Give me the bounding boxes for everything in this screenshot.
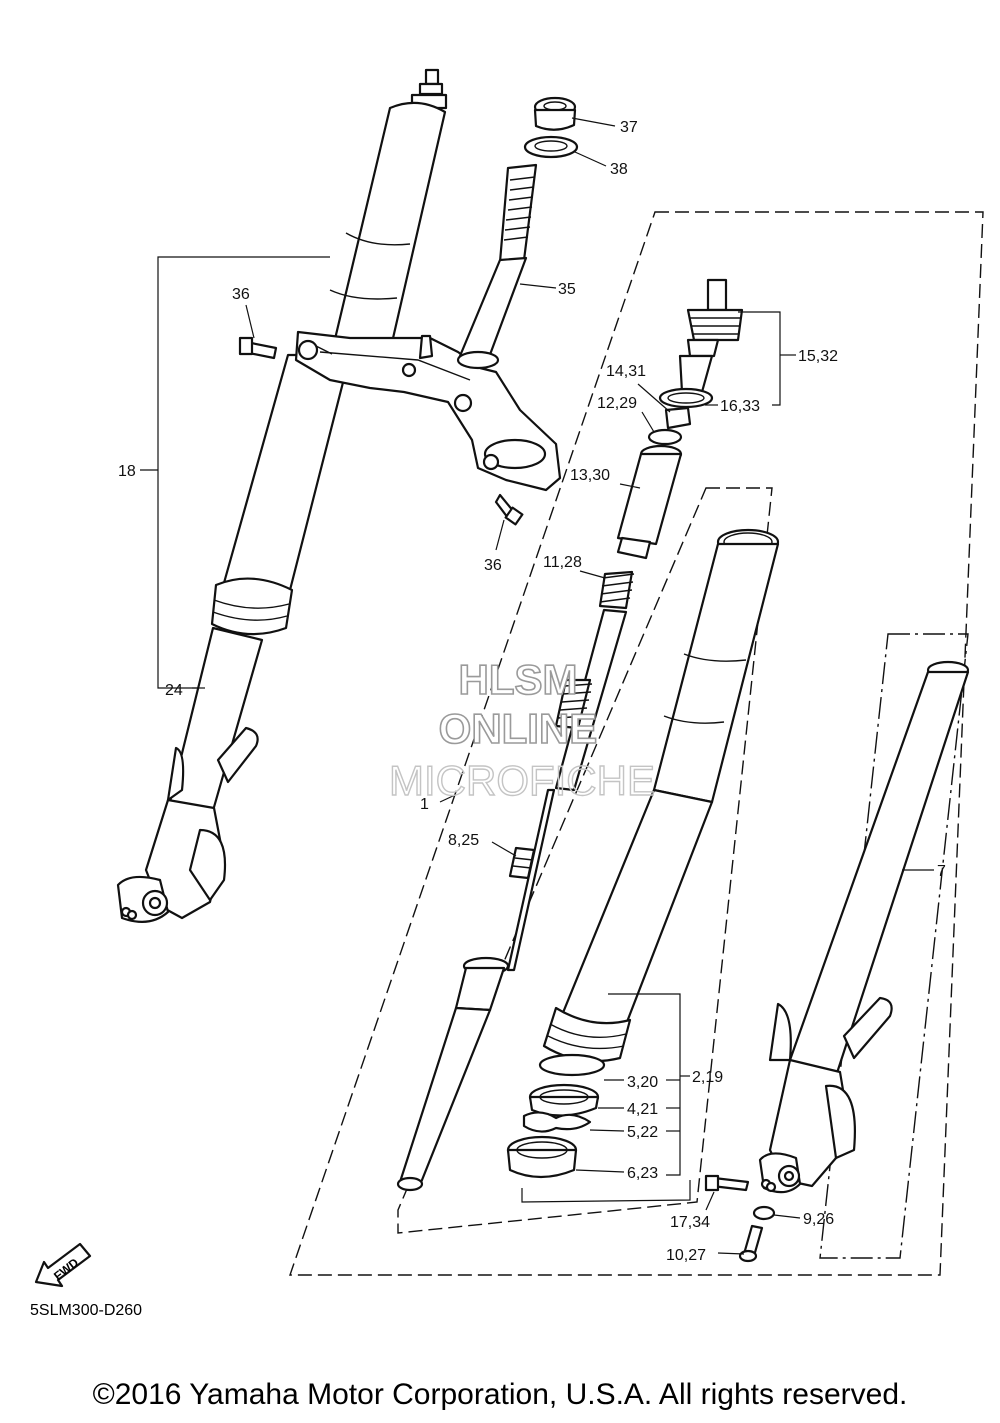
- callout-1: 1: [420, 796, 429, 813]
- diagram-code: 5SLM300-D260: [30, 1302, 143, 1319]
- watermark-line-2: ONLINE: [439, 705, 598, 752]
- callout-37: 37: [620, 119, 638, 136]
- callout-4-21: 4,21: [627, 1101, 658, 1118]
- callout-11-28: 11,28: [543, 554, 582, 571]
- callout-7: 7: [937, 863, 946, 880]
- left-fork-assembly: [116, 68, 448, 923]
- fwd-arrow-icon: FWD: [34, 1242, 92, 1288]
- fork-internals: [396, 278, 744, 1192]
- callout-35: 35: [558, 281, 576, 298]
- callout-16-33: 16,33: [720, 398, 760, 415]
- under-bracket-steering-stem: [238, 96, 579, 526]
- callout-36-top: 36: [232, 286, 250, 303]
- callout-14-31: 14,31: [606, 363, 646, 380]
- callout-10-27: 10,27: [666, 1247, 706, 1264]
- watermark-line-3: MICROFICHE: [389, 757, 655, 804]
- fork-internals-dashed-box: [289, 211, 984, 1276]
- callout-36-bottom: 36: [484, 557, 502, 574]
- callout-3-20: 3,20: [627, 1074, 658, 1091]
- outer-tube: [704, 660, 970, 1263]
- callout-18: 18: [118, 463, 136, 480]
- callout-5-22: 5,22: [627, 1124, 658, 1141]
- watermark: HLSM ONLINE MICROFICHE: [388, 655, 655, 805]
- callout-12-29: 12,29: [597, 395, 637, 412]
- watermark-line-1: HLSM: [459, 656, 578, 703]
- callout-17-34: 17,34: [670, 1214, 710, 1231]
- callout-labels: 37 38 35 36 36 18 24 15,32 14,31 12,29 1…: [118, 119, 946, 1264]
- callout-2-19: 2,19: [692, 1069, 723, 1086]
- callout-24: 24: [165, 682, 183, 699]
- callout-38: 38: [610, 161, 628, 178]
- fork-assembly-bracket-18: [157, 256, 330, 689]
- callout-9-26: 9,26: [803, 1211, 834, 1228]
- leader-lines: [192, 117, 934, 1255]
- callout-8-25: 8,25: [448, 832, 479, 849]
- callout-13-30: 13,30: [570, 467, 610, 484]
- inner-tube: [506, 528, 780, 1203]
- callout-6-23: 6,23: [627, 1165, 658, 1182]
- callout-15-32: 15,32: [798, 348, 838, 365]
- copyright-notice: ©2016 Yamaha Motor Corporation, U.S.A. A…: [92, 1378, 908, 1411]
